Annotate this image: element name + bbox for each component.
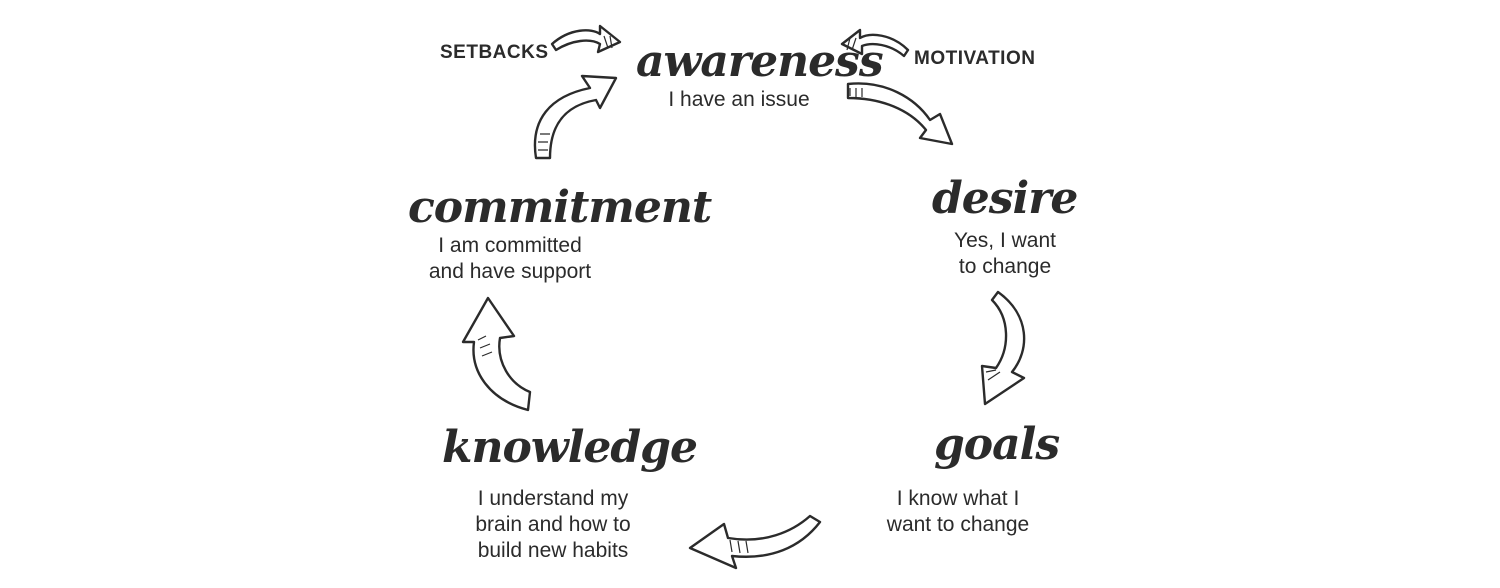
stage-desc-awareness: I have an issue bbox=[634, 87, 844, 113]
arrow-commitment-to-awareness-icon bbox=[533, 74, 618, 160]
stage-desc-line: want to change bbox=[886, 513, 1030, 536]
stage-desc-line: I understand my bbox=[477, 487, 629, 510]
stage-title-commitment: commitment bbox=[408, 182, 712, 233]
motivation-arrow-icon bbox=[840, 28, 910, 58]
stage-desc-desire: Yes, I want to change bbox=[925, 228, 1085, 280]
stage-desc-line: I have an issue bbox=[668, 88, 810, 111]
stage-desc-line: build new habits bbox=[477, 539, 629, 562]
stage-title-goals: goals bbox=[934, 419, 1060, 470]
stage-desc-line: brain and how to bbox=[475, 513, 631, 536]
stage-desc-line: I am committed bbox=[438, 234, 582, 257]
arrow-knowledge-to-commitment-icon bbox=[461, 296, 532, 412]
setbacks-label: SETBACKS bbox=[440, 42, 549, 63]
stage-desc-line: I know what I bbox=[896, 487, 1020, 510]
stage-desc-knowledge: I understand my brain and how to build n… bbox=[450, 486, 656, 564]
stage-desc-goals: I know what I want to change bbox=[862, 486, 1054, 538]
stage-desc-commitment: I am committed and have support bbox=[400, 233, 620, 285]
stage-desc-line: and have support bbox=[428, 260, 592, 283]
arrow-desire-to-goals-icon bbox=[980, 290, 1026, 406]
setbacks-arrow-icon bbox=[550, 24, 622, 54]
motivation-label: MOTIVATION bbox=[914, 48, 1036, 69]
stage-title-knowledge: knowledge bbox=[442, 422, 698, 473]
stage-desc-line: to change bbox=[958, 255, 1052, 278]
stage-desc-line: Yes, I want bbox=[954, 229, 1056, 252]
arrow-awareness-to-desire-icon bbox=[846, 82, 954, 146]
stage-title-desire: desire bbox=[932, 173, 1078, 224]
stage-title-awareness: awareness bbox=[636, 36, 884, 87]
arrow-goals-to-knowledge-icon bbox=[688, 514, 822, 570]
